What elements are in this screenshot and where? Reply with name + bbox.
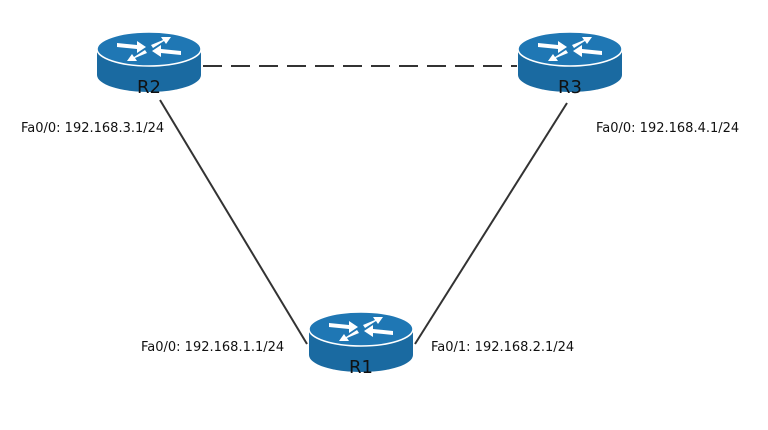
link-r2-r1 (159, 99, 308, 345)
router-r2-label: R2 (137, 77, 161, 98)
router-r3-label: R3 (558, 77, 582, 98)
router-r1[interactable]: R1 (308, 311, 414, 378)
router-r3[interactable]: R3 (517, 31, 623, 98)
iface-label-r1-fa01: Fa0/1: 192.168.2.1/24 (431, 340, 574, 355)
link-r3-r1 (414, 102, 568, 345)
router-r2[interactable]: R2 (96, 31, 202, 98)
iface-label-r3-fa00: Fa0/0: 192.168.4.1/24 (596, 121, 739, 136)
iface-label-r2-fa00: Fa0/0: 192.168.3.1/24 (21, 121, 164, 136)
iface-label-r1-fa00: Fa0/0: 192.168.1.1/24 (141, 340, 284, 355)
router-r1-label: R1 (349, 357, 373, 378)
